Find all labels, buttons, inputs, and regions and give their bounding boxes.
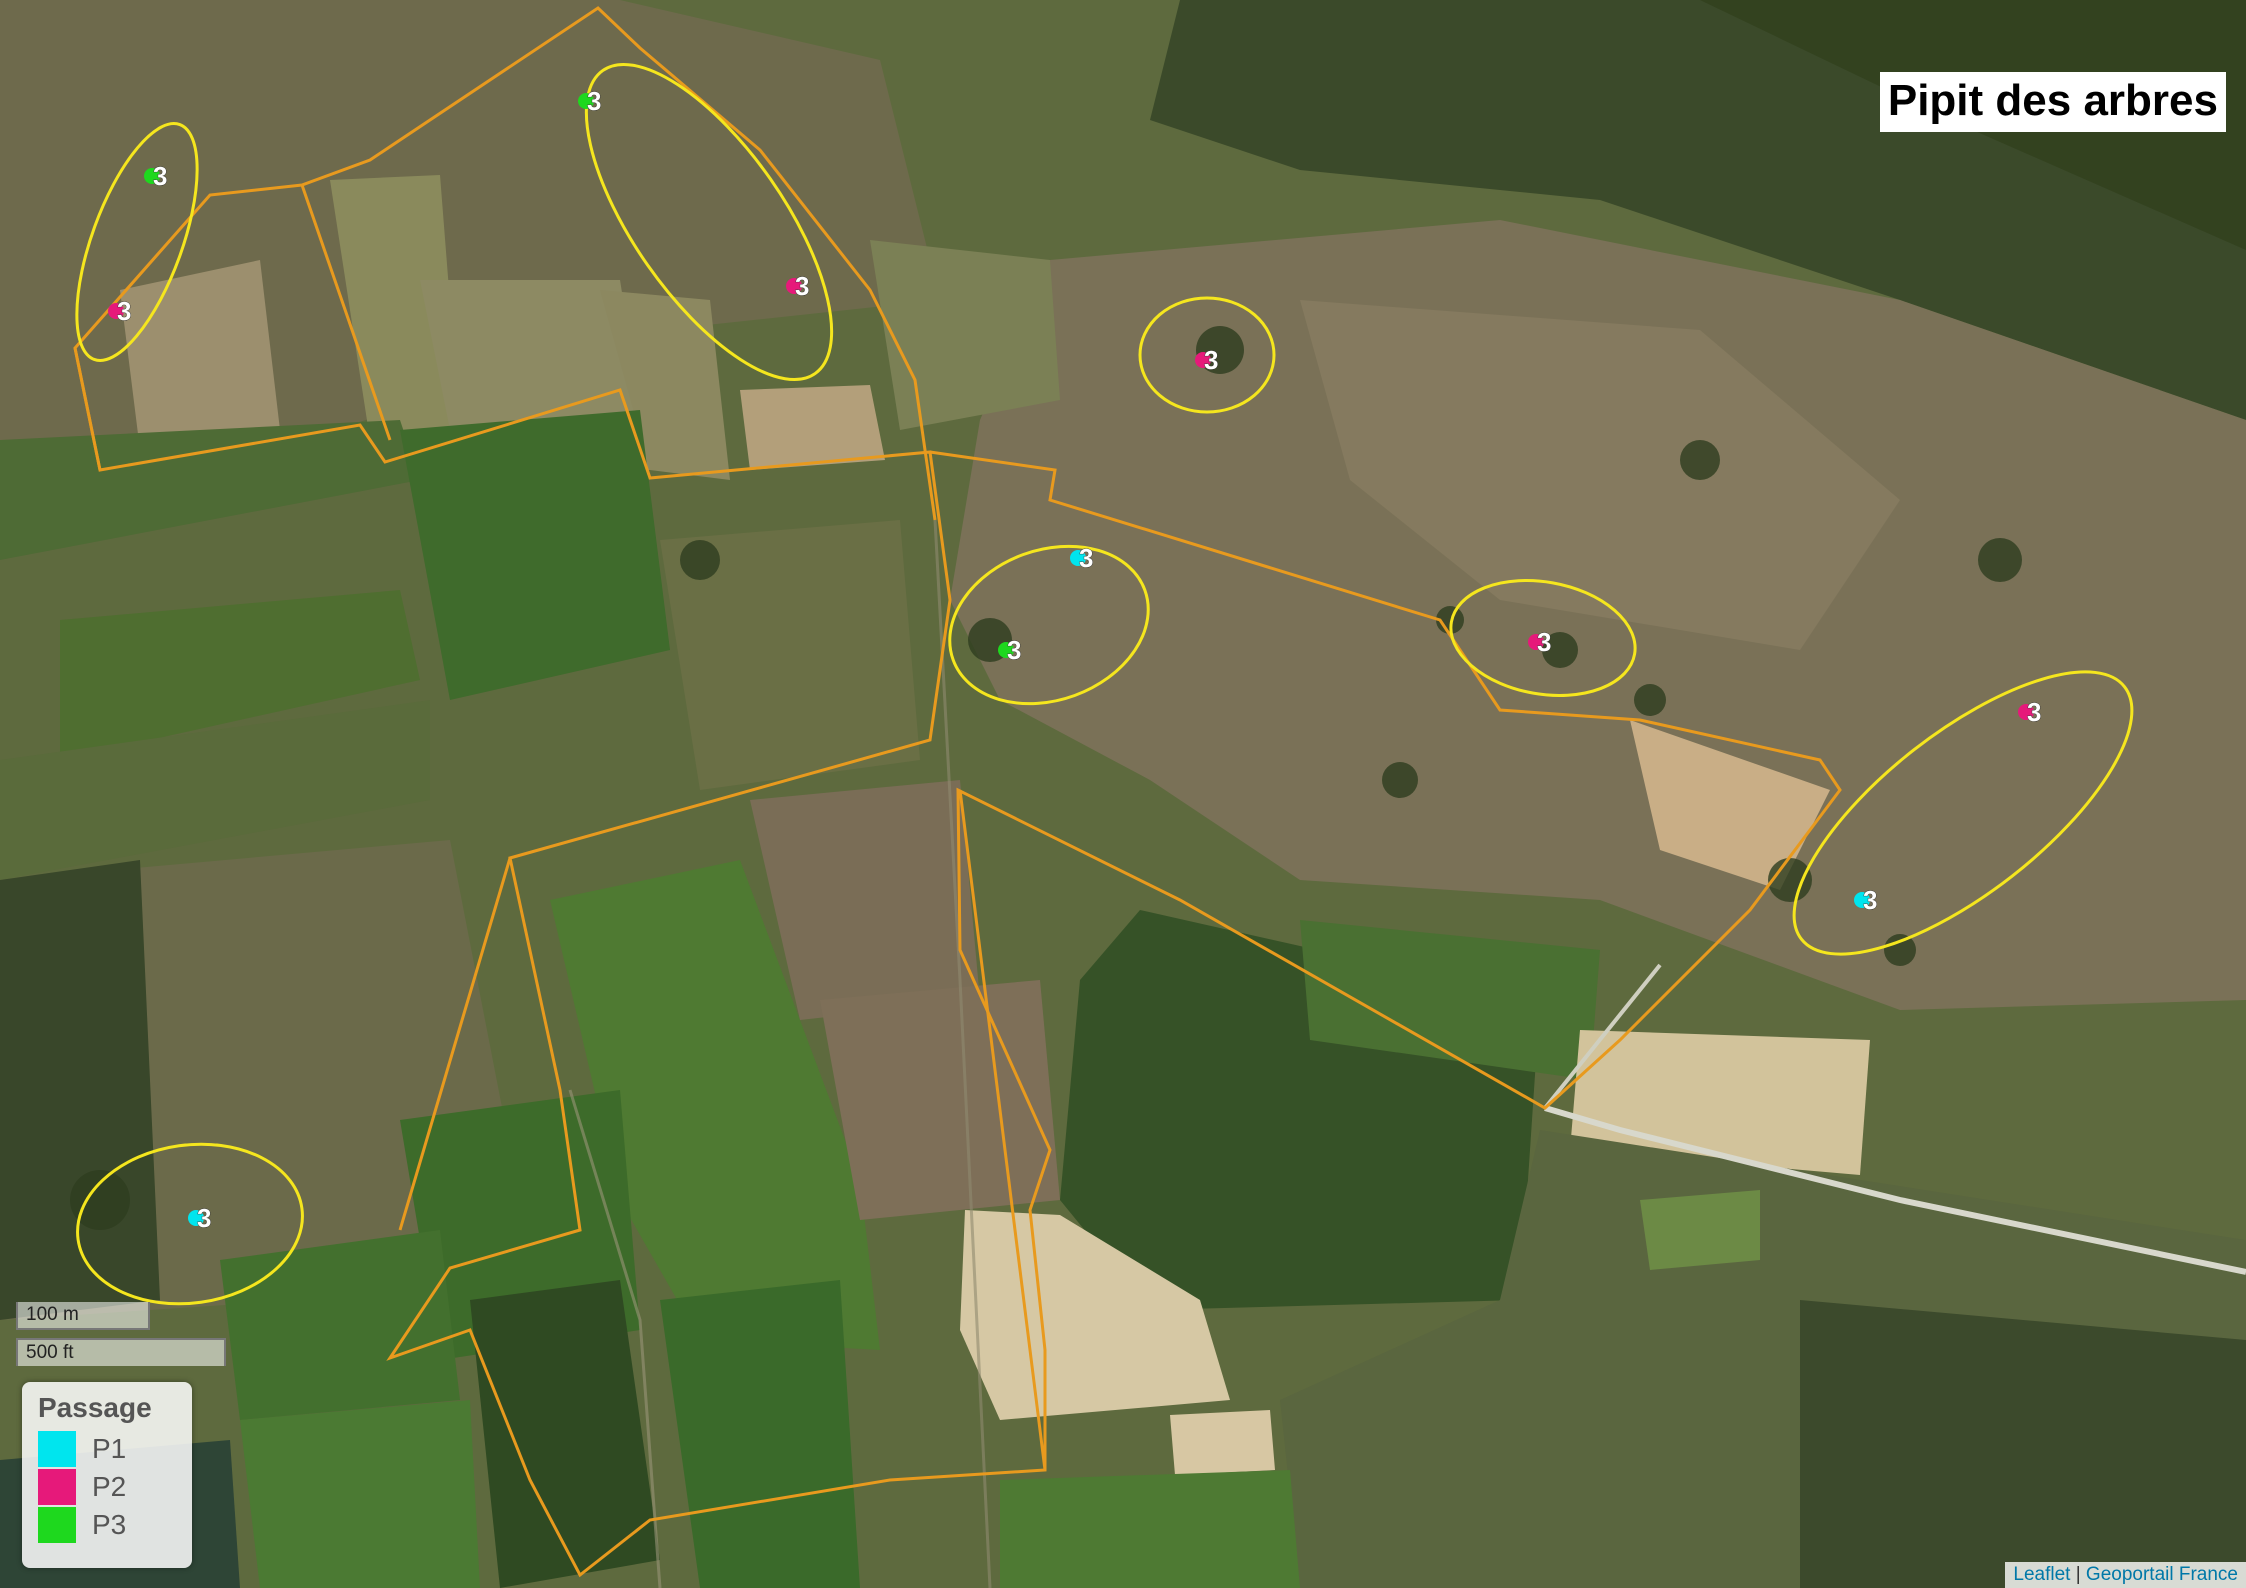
marker-dot bbox=[578, 93, 594, 109]
attribution-separator: | bbox=[2070, 1564, 2086, 1585]
observation-marker-p1[interactable]: 3 bbox=[1070, 543, 1094, 573]
marker-label: 3 bbox=[1537, 627, 1551, 657]
observation-marker-p2[interactable]: 3 bbox=[2018, 697, 2042, 727]
marker-dot bbox=[108, 303, 124, 319]
legend-swatch-p2 bbox=[38, 1469, 76, 1505]
marker-dot bbox=[144, 168, 160, 184]
marker-label: 3 bbox=[587, 86, 601, 116]
observation-marker-p2[interactable]: 3 bbox=[1528, 627, 1552, 657]
marker-label: 3 bbox=[795, 271, 809, 301]
legend-label-p2: P2 bbox=[92, 1471, 127, 1502]
scale-bar-metric: 100 m bbox=[16, 1302, 150, 1330]
study-area-boundary bbox=[73, 6, 1842, 1578]
marker-label: 3 bbox=[153, 161, 167, 191]
marker-dot bbox=[998, 642, 1014, 658]
observation-marker-p1[interactable]: 3 bbox=[188, 1203, 212, 1233]
observation-marker-p3[interactable]: 3 bbox=[144, 161, 168, 191]
legend-item-p1: P1 bbox=[38, 1430, 176, 1468]
marker-dot bbox=[2018, 704, 2034, 720]
marker-dot bbox=[1070, 550, 1086, 566]
marker-label: 3 bbox=[1863, 885, 1877, 915]
legend-title: Passage bbox=[38, 1392, 152, 1423]
legend: Passage P1 P2 P3 bbox=[22, 1382, 192, 1568]
legend-swatch-p3 bbox=[38, 1507, 76, 1543]
map-title: Pipit des arbres bbox=[1887, 76, 2218, 125]
legend-swatch-p1 bbox=[38, 1431, 76, 1467]
marker-dot bbox=[1854, 892, 1870, 908]
marker-label: 3 bbox=[1007, 635, 1021, 665]
marker-label: 3 bbox=[2027, 697, 2041, 727]
map-attribution: Leaflet | Geoportail France bbox=[2005, 1562, 2246, 1588]
marker-dot bbox=[786, 278, 802, 294]
legend-label-p3: P3 bbox=[92, 1509, 127, 1540]
legend-label-p1: P1 bbox=[92, 1433, 127, 1464]
observation-marker-p3[interactable]: 3 bbox=[578, 86, 602, 116]
legend-item-p3: P3 bbox=[38, 1506, 176, 1544]
marker-dot bbox=[188, 1210, 204, 1226]
marker-dot bbox=[1528, 634, 1544, 650]
marker-label: 3 bbox=[197, 1203, 211, 1233]
observation-marker-p3[interactable]: 3 bbox=[998, 635, 1022, 665]
marker-label: 3 bbox=[1079, 543, 1093, 573]
scale-bar-imperial: 500 ft bbox=[16, 1338, 226, 1366]
observation-marker-p1[interactable]: 3 bbox=[1854, 885, 1878, 915]
marker-dot bbox=[1195, 352, 1211, 368]
observation-marker-p2[interactable]: 3 bbox=[786, 271, 810, 301]
territory-outlines bbox=[75, 62, 2134, 1306]
marker-label: 3 bbox=[117, 296, 131, 326]
observation-marker-p2[interactable]: 3 bbox=[108, 296, 132, 326]
legend-item-p2: P2 bbox=[38, 1468, 176, 1506]
geoportail-link[interactable]: Geoportail France bbox=[2085, 1564, 2238, 1585]
observation-marker-p2[interactable]: 3 bbox=[1195, 345, 1219, 375]
scale-metric-label: 100 m bbox=[16, 1302, 150, 1330]
map-title-box: Pipit des arbres bbox=[1879, 72, 2226, 132]
observation-markers: 3 3 3 3 3 3 3 3 3 3 3 bbox=[108, 86, 2042, 1233]
leaflet-link[interactable]: Leaflet bbox=[2013, 1564, 2071, 1585]
scale-imperial-label: 500 ft bbox=[16, 1338, 226, 1366]
marker-label: 3 bbox=[1204, 345, 1218, 375]
